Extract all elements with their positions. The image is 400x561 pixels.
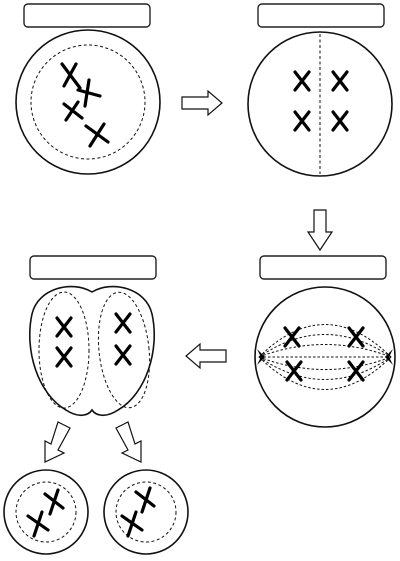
stage-3-group (254, 255, 396, 428)
stage-4-right-nucleus (97, 291, 151, 409)
right-spindle-pole (385, 349, 393, 365)
stage-2-label-box (257, 3, 385, 28)
spindle-fiber (258, 356, 392, 390)
chromosome-icon (285, 360, 303, 382)
stage-4-dividing-cell (28, 285, 156, 417)
stage-2-chromosomes (293, 70, 349, 132)
chromosome-icon (293, 110, 311, 132)
chromosome-icon (347, 360, 365, 382)
chromosome-icon (114, 312, 132, 334)
chromosome-icon (62, 100, 84, 122)
chromosome-icon (55, 346, 73, 368)
chromosome-icon (84, 122, 110, 148)
stage-3-cell (254, 286, 396, 428)
left-arrow-icon (185, 342, 227, 370)
daughter-cell-2-nucleus (115, 481, 177, 543)
spindle-fiber (258, 344, 392, 358)
spindle-fiber (258, 356, 392, 370)
stage-3-label-box (259, 255, 387, 280)
spindle-fiber (258, 334, 392, 358)
left-spindle-pole (257, 349, 265, 365)
stage-2-cell (247, 31, 393, 177)
chromosome-icon (293, 70, 311, 92)
down-arrow-icon (306, 209, 334, 252)
chromosome-icon (76, 78, 102, 108)
stage-1-cell (15, 29, 161, 175)
stage-3-spindle (257, 324, 393, 390)
chromosome-icon (331, 70, 349, 92)
stage-4-label-box (29, 255, 157, 280)
spindle-fiber (258, 356, 392, 380)
chromosome-icon (120, 510, 144, 538)
daughter-cell-2-group (103, 469, 189, 555)
stage-1-group (15, 3, 161, 175)
chromosome-icon (114, 344, 132, 366)
chromosome-icon (43, 488, 65, 516)
stage-4-group (28, 255, 157, 417)
stage-1-nucleus-envelope (30, 44, 146, 160)
chromosome-icon (55, 316, 73, 338)
spindle-fiber (258, 324, 392, 358)
daughter-cell-1-group (3, 469, 89, 555)
daughter-cell-1-nucleus (15, 481, 77, 543)
right-arrow-icon (181, 89, 223, 117)
daughter-cell-2 (103, 469, 189, 555)
stage-1-label-box (23, 3, 151, 28)
chromosome-icon (26, 510, 50, 538)
down-right-arrow-icon (115, 421, 142, 463)
chromosome-icon (60, 62, 82, 90)
stage-4-left-nucleus (38, 291, 90, 409)
stage-4-chromosomes (55, 312, 132, 368)
daughter-cell-1 (3, 469, 89, 555)
chromosome-icon (331, 110, 349, 132)
stage-2-group (247, 3, 393, 177)
stage-3-chromosomes (283, 326, 365, 382)
chromosome-icon (347, 326, 365, 348)
stage-1-chromosomes (60, 62, 110, 148)
chromosome-icon (134, 486, 156, 514)
chromosome-icon (283, 326, 301, 348)
down-left-arrow-icon (44, 421, 71, 463)
